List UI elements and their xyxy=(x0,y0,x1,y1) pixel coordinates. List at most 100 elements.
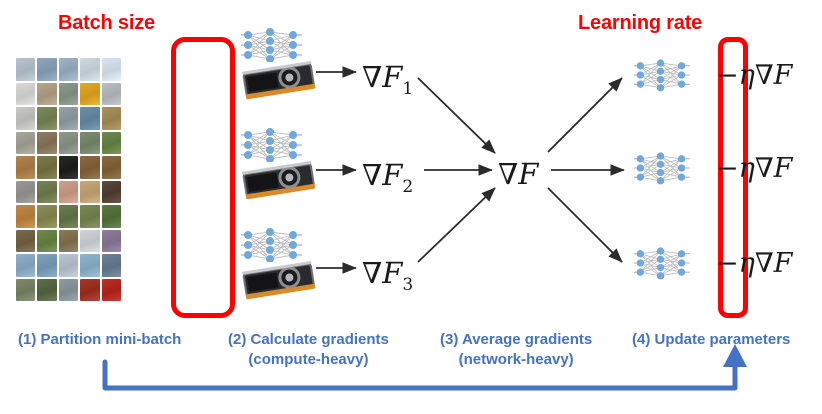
image-thumbnail xyxy=(80,82,100,105)
f-symbol: F xyxy=(382,60,403,94)
image-thumbnail xyxy=(101,229,121,252)
image-thumbnail xyxy=(37,156,57,179)
image-thumbnail xyxy=(58,82,79,105)
minus-symbol: − xyxy=(716,153,739,184)
image-thumbnail xyxy=(37,254,57,277)
neural-network-icon xyxy=(633,247,690,280)
image-thumbnail xyxy=(80,107,100,130)
image-thumbnail xyxy=(80,131,100,154)
image-thumbnail xyxy=(80,254,100,277)
image-thumbnail xyxy=(16,180,36,203)
batch-size-highlight-box xyxy=(171,37,235,318)
image-thumbnail xyxy=(80,58,100,81)
image-thumbnail xyxy=(37,229,57,252)
image-thumbnail xyxy=(16,58,36,81)
nabla-symbol: ∇ xyxy=(362,158,383,192)
update-label-2: −η∇F xyxy=(716,153,792,184)
eta-symbol: η xyxy=(738,60,755,91)
gradient-label-1: ∇F1 xyxy=(362,60,413,99)
caption-step-3-sub: (network-heavy) xyxy=(458,351,574,368)
mini-batch-image-grid xyxy=(16,58,121,301)
image-thumbnail xyxy=(101,156,121,179)
update-label-1: −η∇F xyxy=(716,60,792,91)
arrow-avg-to-update3 xyxy=(547,187,623,263)
nabla-symbol: ∇ xyxy=(754,60,774,91)
image-thumbnail xyxy=(101,205,121,228)
caption-step-2-sub: (compute-heavy) xyxy=(248,351,369,368)
arrow-grad1-to-avg xyxy=(417,77,496,154)
batch-size-title: Batch size xyxy=(58,12,155,34)
image-thumbnail xyxy=(101,180,121,203)
image-thumbnail xyxy=(80,156,100,179)
feedback-arrow xyxy=(102,344,747,391)
image-thumbnail xyxy=(37,58,57,81)
image-thumbnail xyxy=(58,205,79,228)
image-thumbnail xyxy=(101,254,121,277)
image-thumbnail xyxy=(37,131,57,154)
image-thumbnail xyxy=(37,107,57,130)
gradient-subscript: 1 xyxy=(402,78,414,99)
gradient-label-2: ∇F2 xyxy=(362,158,413,197)
caption-step-3: (3) Average gradients(network-heavy) xyxy=(440,330,592,370)
gradient-subscript: 3 xyxy=(402,274,414,295)
nabla-symbol: ∇ xyxy=(362,60,383,94)
image-thumbnail xyxy=(80,180,100,203)
image-thumbnail xyxy=(101,131,121,154)
image-thumbnail xyxy=(80,229,100,252)
eta-symbol: η xyxy=(738,248,755,279)
image-thumbnail xyxy=(58,278,79,301)
image-thumbnail xyxy=(101,278,121,301)
worker-3 xyxy=(240,228,318,306)
image-thumbnail xyxy=(58,180,79,203)
image-thumbnail xyxy=(58,131,79,154)
nabla-symbol: ∇ xyxy=(498,157,519,191)
gpu-icon xyxy=(242,261,316,300)
gpu-icon xyxy=(242,61,316,100)
image-thumbnail xyxy=(58,107,79,130)
image-thumbnail xyxy=(16,254,36,277)
f-symbol: F xyxy=(773,248,793,279)
image-thumbnail xyxy=(101,107,121,130)
image-thumbnail xyxy=(80,205,100,228)
caption-step-4: (4) Update parameters xyxy=(632,330,790,350)
image-thumbnail xyxy=(16,205,36,228)
image-thumbnail xyxy=(16,82,36,105)
neural-network-icon xyxy=(241,228,302,262)
nabla-symbol: ∇ xyxy=(362,256,383,290)
image-thumbnail xyxy=(16,156,36,179)
neural-network-icon xyxy=(633,152,690,185)
image-thumbnail xyxy=(37,82,57,105)
image-thumbnail xyxy=(58,156,79,179)
worker-1 xyxy=(240,28,318,106)
image-thumbnail xyxy=(37,205,57,228)
image-thumbnail xyxy=(80,278,100,301)
f-symbol: F xyxy=(773,60,793,91)
image-thumbnail xyxy=(101,58,121,81)
f-symbol: F xyxy=(518,157,539,191)
image-thumbnail xyxy=(16,229,36,252)
image-thumbnail xyxy=(37,278,57,301)
average-gradient-label: ∇F xyxy=(498,157,538,191)
caption-step-1-text: (1) Partition mini-batch xyxy=(18,331,182,348)
image-thumbnail xyxy=(101,82,121,105)
f-symbol: F xyxy=(382,158,403,192)
minus-symbol: − xyxy=(716,60,739,91)
arrow-grad3-to-avg xyxy=(417,187,496,263)
arrow-avg-to-update1 xyxy=(547,77,623,153)
caption-step-1: (1) Partition mini-batch xyxy=(18,330,181,350)
gpu-icon xyxy=(242,161,316,200)
eta-symbol: η xyxy=(738,153,755,184)
gradient-label-3: ∇F3 xyxy=(362,256,413,295)
neural-network-icon xyxy=(241,28,302,62)
nabla-symbol: ∇ xyxy=(754,248,774,279)
neural-network-icon xyxy=(241,128,302,162)
nabla-symbol: ∇ xyxy=(754,153,774,184)
worker-2 xyxy=(240,128,318,206)
caption-step-2: (2) Calculate gradients(compute-heavy) xyxy=(228,330,389,370)
neural-network-icon xyxy=(633,59,690,92)
image-thumbnail xyxy=(58,254,79,277)
caption-step-4-text: (4) Update parameters xyxy=(632,331,791,348)
minus-symbol: − xyxy=(716,248,739,279)
image-thumbnail xyxy=(16,278,36,301)
